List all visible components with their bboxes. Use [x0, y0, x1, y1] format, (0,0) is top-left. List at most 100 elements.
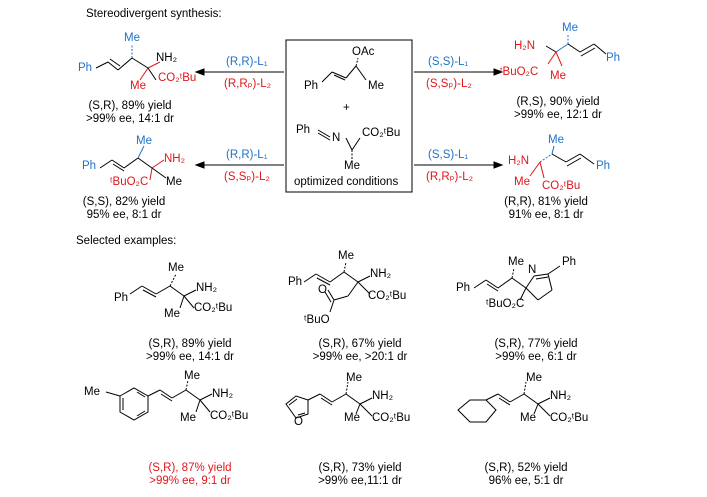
substrate-ph-label: Ph: [304, 80, 319, 92]
cond-tl-l2: (R,Rₚ)-L₂: [224, 78, 272, 90]
example-3-bonds: [473, 265, 561, 301]
ex1-co2tbu: CO₂ᵗBu: [194, 302, 233, 314]
br-ee: 91% ee, 8:1 dr: [508, 209, 584, 221]
cond-br-l1: (S,S)-L₁: [428, 149, 469, 161]
ex2-nh2: NH₂: [370, 268, 392, 280]
ex3-caption-2: >99% ee, 6:1 dr: [495, 351, 577, 363]
ex4-me-aryl: Me: [84, 386, 100, 398]
product-br-bonds: [529, 145, 595, 179]
ex1-ph: Ph: [114, 292, 129, 304]
cond-tr-l1: (S,S)-L₁: [428, 56, 469, 68]
tr-yield: (R,S), 90% yield: [516, 96, 600, 108]
imine-n-label: N: [332, 132, 341, 144]
ex5-me-bottom: Me: [344, 412, 360, 424]
heading-selected-examples: Selected examples:: [76, 235, 177, 247]
tr-ph: Ph: [606, 52, 621, 64]
oac-label: OAc: [352, 46, 375, 58]
tl-yield: (S,R), 89% yield: [88, 100, 172, 112]
tr-ee: >99% ee, 12:1 dr: [514, 109, 602, 121]
tl-nh2: NH₂: [156, 52, 178, 64]
br-ph: Ph: [596, 160, 611, 172]
ex1-me-bottom: Me: [164, 308, 180, 320]
imine-bonds: [317, 129, 361, 160]
imine-ester-label: CO₂ᵗBu: [362, 127, 401, 139]
ex3-me-top: Me: [508, 256, 524, 268]
cond-tl-l1: (R,R)-L₁: [226, 56, 268, 68]
bl-tbuo2c: ᵗBuO₂C: [110, 176, 149, 188]
reagent-box: [285, 39, 413, 193]
example-1-bonds: [129, 273, 197, 309]
ex3-tbuo2c: ᵗBuO₂C: [486, 298, 525, 310]
arrows: [194, 68, 504, 169]
ex6-co2tbu: CO₂ᵗBu: [550, 412, 589, 424]
ex2-me-top: Me: [338, 250, 354, 262]
product-tl-bonds: [95, 44, 161, 81]
ex2-co2tbu: CO₂ᵗBu: [368, 290, 407, 302]
br-me-bottom: Me: [514, 176, 530, 188]
ex4-nh2: NH₂: [212, 388, 234, 400]
ex6-me-bottom: Me: [520, 412, 536, 424]
bl-ee: 95% ee, 8:1 dr: [86, 209, 162, 221]
ex4-caption-1: (S,R), 87% yield: [148, 462, 232, 474]
ex3-ph-ring: Ph: [562, 256, 577, 268]
cond-bl-l2: (S,Sₚ)-L₂: [224, 171, 270, 183]
ex4-caption-2: >99% ee, 9:1 dr: [149, 475, 231, 487]
ex5-o: O: [294, 416, 303, 428]
tr-tbuo2c: ᵗBuO₂C: [500, 66, 539, 78]
br-h2n: H₂N: [508, 155, 530, 167]
allyl-acetate-bonds: [321, 57, 367, 83]
ex5-caption-2: >99% ee,11:1 dr: [318, 475, 402, 487]
ex6-caption-2: 96% ee, 5:1 dr: [488, 475, 564, 487]
ex3-ph: Ph: [456, 282, 471, 294]
heading-stereodivergent: Stereodivergent synthesis:: [86, 8, 222, 20]
example-4-bonds: [105, 379, 213, 421]
ex1-caption-1: (S,R), 89% yield: [148, 338, 232, 350]
ex1-caption-2: >99% ee, 14:1 dr: [146, 351, 234, 363]
optimized-conditions: optimized conditions: [294, 176, 399, 188]
example-5-bonds: [285, 381, 373, 419]
substrate-me-label: Me: [368, 80, 384, 92]
bl-me-top: Me: [136, 135, 152, 147]
tl-ee: >99% ee, 14:1 dr: [86, 113, 174, 125]
cond-br-l2: (R,Rₚ)-L₂: [426, 171, 474, 183]
ex6-nh2: NH₂: [550, 390, 572, 402]
br-me-top: Me: [548, 134, 564, 146]
tl-co2tbu: CO₂ᵗBu: [158, 72, 197, 84]
ex4-me-top: Me: [184, 370, 200, 382]
bl-nh2: NH₂: [164, 153, 186, 165]
tl-ph: Ph: [78, 62, 93, 74]
bl-ph: Ph: [82, 160, 97, 172]
cond-tr-l2: (S,Sₚ)-L₂: [426, 78, 472, 90]
product-tr-bonds: [545, 34, 607, 67]
tr-me-bottom: Me: [550, 70, 566, 82]
ex1-me-top: Me: [168, 262, 184, 274]
ex1-nh2: NH₂: [196, 282, 218, 294]
ex4-me-bottom: Me: [180, 412, 196, 424]
imine-ph-label: Ph: [296, 124, 311, 136]
ex2-caption-2: >99% ee, >20:1 dr: [312, 351, 408, 363]
br-co2tbu: CO₂ᵗBu: [542, 180, 581, 192]
tr-h2n: H₂N: [514, 40, 536, 52]
example-2-bonds: [303, 261, 371, 313]
bl-me-bottom: Me: [166, 176, 182, 188]
ex5-nh2: NH₂: [372, 390, 394, 402]
ex2-ph: Ph: [288, 276, 303, 288]
ex2-caption-1: (S,R), 67% yield: [318, 338, 402, 350]
ex5-me-top: Me: [346, 372, 362, 384]
imine-me-label: Me: [344, 160, 360, 172]
ex6-me-top: Me: [526, 372, 542, 384]
ex5-co2tbu: CO₂ᵗBu: [372, 412, 411, 424]
ex5-caption-1: (S,R), 73% yield: [318, 462, 402, 474]
tl-me-top: Me: [124, 32, 140, 44]
ex6-caption-1: (S,R), 52% yield: [484, 462, 568, 474]
tl-me-bottom: Me: [130, 80, 146, 92]
bl-yield: (S,S), 82% yield: [82, 196, 166, 208]
ex3-caption-1: (S,R), 77% yield: [494, 338, 578, 350]
example-6-bonds: [457, 381, 551, 423]
product-bl-bonds: [99, 145, 167, 181]
ex4-co2tbu: CO₂ᵗBu: [210, 410, 249, 422]
br-yield: (R,R), 81% yield: [504, 196, 588, 208]
cond-bl-l1: (R,R)-L₁: [226, 149, 268, 161]
plus-sign: +: [343, 102, 350, 114]
